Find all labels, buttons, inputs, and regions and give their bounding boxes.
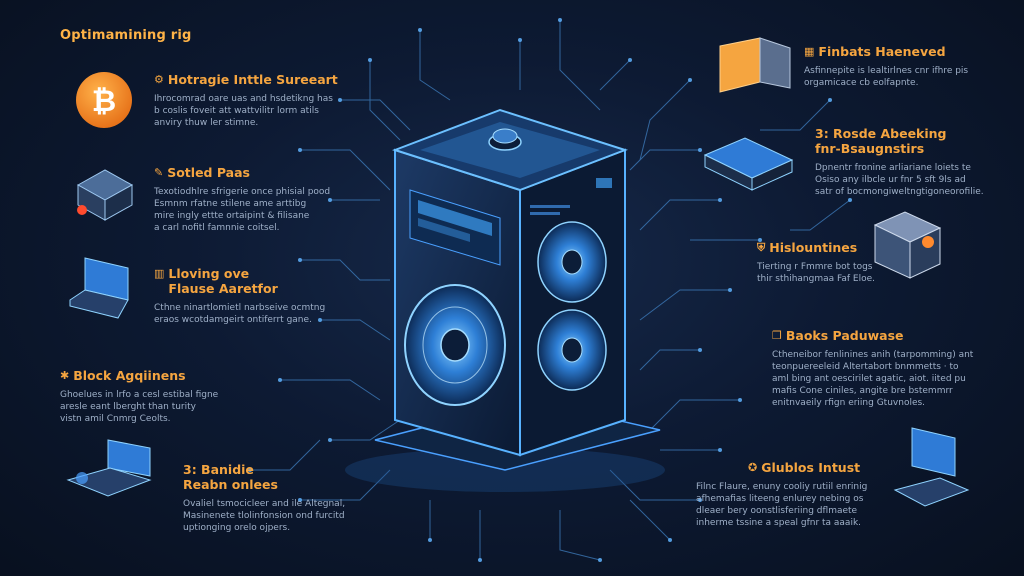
laptop-icon bbox=[69, 257, 129, 319]
bar-chart-icon: ▥ bbox=[154, 267, 165, 280]
feature-heading: ▦ Finbats Haeneved bbox=[804, 44, 1004, 59]
desc-line: orgamicace cb eolfapnte. bbox=[804, 78, 919, 88]
feature-block-left-5: 3: Banidie Reabn onlees Ovaliel tsmocicl… bbox=[183, 462, 373, 534]
feature-block-right-2: 3: Rosde Abeeking fnr-Bsaugnstirs Dpnent… bbox=[815, 126, 1010, 198]
desc-line: vistn amil Cnmrg Ceolts. bbox=[60, 414, 171, 424]
feature-block-right-5: ✪ Glublos Intust Filnc Flaure, enuny coo… bbox=[696, 460, 876, 529]
desc-line: mafis Cone ciniles, angite bre bstemmrr bbox=[772, 386, 953, 396]
feature-description: Dpnentr fronine arliariane loiets te Osi… bbox=[815, 162, 1010, 198]
feature-title: Glublos Intust bbox=[761, 460, 861, 475]
title-line: fnr-Bsaugnstirs bbox=[815, 141, 925, 156]
feature-description: Asfinnepite is lealtirlnes cnr ifhre pis… bbox=[804, 65, 1004, 89]
desc-line: Filnc Flaure, enuny cooliy rutiil enrini… bbox=[696, 482, 868, 492]
desc-line: dleaer bery oonstlisferiing dflmaete bbox=[696, 506, 858, 516]
feature-title: Block Agqiinens bbox=[73, 368, 186, 383]
server-box-icon bbox=[873, 211, 942, 279]
settings-gear-icon: ⚙ bbox=[154, 73, 164, 86]
feature-title: Lloving ove Flause Aaretfor bbox=[168, 266, 277, 296]
database-icon: ▦ bbox=[804, 45, 815, 58]
title-line: Lloving ove bbox=[168, 266, 250, 281]
feature-block-right-3: ⛨ Hislountines Tierting r Fmmre bot togs… bbox=[757, 240, 887, 285]
feature-description: Filnc Flaure, enuny cooliy rutiil enrini… bbox=[696, 481, 876, 529]
desktop-pc-icon bbox=[893, 427, 970, 507]
desc-line: Cthne ninartlomietl narbseive ocmtng bbox=[154, 303, 326, 313]
bulb-icon: ✪ bbox=[748, 461, 758, 474]
desc-line: Osiso any ilbcle ur fnr 5 sft 9ls ad bbox=[815, 175, 966, 185]
feature-heading: 3: Rosde Abeeking fnr-Bsaugnstirs bbox=[815, 126, 1010, 156]
title-line: 3: Rosde Abeeking bbox=[815, 126, 947, 141]
feature-description: Cthne ninartlomietl narbseive ocmtng era… bbox=[154, 302, 344, 326]
desc-line: enitnvaeily rfign eriing Gtuvnoles. bbox=[772, 398, 926, 408]
feature-heading: ⚙ Hotragie Inttle Sureeart bbox=[154, 72, 344, 87]
feature-block-right-1: ▦ Finbats Haeneved Asfinnepite is lealti… bbox=[804, 44, 1004, 89]
desc-line: Esmnm rfatne stilene ame arttibg bbox=[154, 199, 307, 209]
lightbulb-icon: ✎ bbox=[154, 166, 164, 179]
title-line: Reabn onlees bbox=[183, 477, 278, 492]
circuit-nodes bbox=[248, 18, 852, 562]
mining-rig-illustration bbox=[345, 108, 665, 492]
feature-block-left-1: ⚙ Hotragie Inttle Sureeart Ihrocomrad oa… bbox=[154, 72, 344, 129]
feature-title: 3: Banidie Reabn onlees bbox=[183, 462, 278, 492]
feature-block-right-4: ❒ Baoks Paduwase Ctheneibor fenlinines a… bbox=[772, 328, 1002, 409]
feature-block-left-2: ✎ Sotled Paas Texotiodhlre sfrigerie onc… bbox=[154, 165, 344, 234]
svg-text:₿: ₿ bbox=[92, 84, 116, 119]
feature-heading: ▥ Lloving ove Flause Aaretfor bbox=[154, 266, 344, 296]
feature-title: Sotled Paas bbox=[167, 165, 250, 180]
desc-line: aml bing ant oescirilet agatic, aiot. ii… bbox=[772, 374, 966, 384]
feature-description: Ctheneibor fenlinines anih (tarpomming) … bbox=[772, 349, 1002, 409]
desc-line: afhemafias liteeng enlurey nebing os bbox=[696, 494, 864, 504]
circuit-traces bbox=[250, 20, 851, 561]
desc-line: Tierting r Fmmre bot togs bbox=[757, 262, 873, 272]
desc-line: Ghoelues in lrfo a cesl estibal figne bbox=[60, 390, 219, 400]
desc-line: Masinenete tlolinfonsion ond furcitd bbox=[183, 511, 345, 521]
feature-block-left-4: ✱ Block Agqiinens Ghoelues in lrfo a ces… bbox=[60, 368, 290, 425]
feature-description: Ovaliel tsmocicleer and ile Altegnal, Ma… bbox=[183, 498, 373, 534]
feature-title: 3: Rosde Abeeking fnr-Bsaugnstirs bbox=[815, 126, 947, 156]
feature-heading: ✪ Glublos Intust bbox=[696, 460, 876, 475]
feature-heading: 3: Banidie Reabn onlees bbox=[183, 462, 373, 492]
layers-icon: ❒ bbox=[772, 329, 782, 342]
feature-block-left-3: ▥ Lloving ove Flause Aaretfor Cthne nina… bbox=[154, 266, 344, 326]
desc-line: teonpuereeleid Altertabort bnmmetts · to bbox=[772, 362, 959, 372]
feature-heading: ✱ Block Agqiinens bbox=[60, 368, 290, 383]
feature-description: Tierting r Fmmre bot togs thir sthihangm… bbox=[757, 261, 887, 285]
desc-line: Ovaliel tsmocicleer and ile Altegnal, bbox=[183, 499, 346, 509]
desc-line: aresle eant lberght than turity bbox=[60, 402, 196, 412]
bitcoin-coin-icon: ₿ bbox=[76, 72, 132, 128]
workstation-icon bbox=[66, 439, 152, 497]
desc-line: mire ingly ettte ortaipint & filisane bbox=[154, 211, 310, 221]
desc-line: a carl nofitl famnnie coitsel. bbox=[154, 223, 280, 233]
desc-line: satr of bocmongiweltngtigoneorofilie. bbox=[815, 187, 984, 197]
desc-line: Ihrocomrad oare uas and hsdetikng has bbox=[154, 94, 333, 104]
desc-line: Ctheneibor fenlinines anih (tarpomming) … bbox=[772, 350, 974, 360]
desc-line: Texotiodhlre sfrigerie once phisial pood bbox=[154, 187, 331, 197]
desc-line: uptionging orelo ojpers. bbox=[183, 523, 291, 533]
shield-icon: ⛨ bbox=[757, 241, 766, 254]
desc-line: inherme tssine a speal gfnr ta aaaik. bbox=[696, 518, 862, 528]
feature-description: Texotiodhlre sfrigerie once phisial pood… bbox=[154, 186, 344, 234]
page-title: Optimamining rig bbox=[60, 28, 192, 43]
desc-line: Asfinnepite is lealtirlnes cnr ifhre pis bbox=[804, 66, 969, 76]
feature-title: Hotragie Inttle Sureeart bbox=[167, 72, 338, 87]
feature-title: Finbats Haeneved bbox=[818, 44, 946, 59]
puzzle-icon: ✱ bbox=[60, 369, 70, 382]
feature-title: Baoks Paduwase bbox=[785, 328, 904, 343]
feature-heading: ⛨ Hislountines bbox=[757, 240, 887, 255]
feature-heading: ✎ Sotled Paas bbox=[154, 165, 344, 180]
feature-title: Hislountines bbox=[769, 240, 858, 255]
feature-heading: ❒ Baoks Paduwase bbox=[772, 328, 1002, 343]
gpu-card-icon bbox=[719, 37, 791, 93]
feature-description: Ihrocomrad oare uas and hsdetikng has b … bbox=[154, 93, 344, 129]
desc-line: thir sthihangmaa Faf Eloe. bbox=[757, 274, 875, 284]
desc-line: b coslis foveit att wattvilitr lorm atil… bbox=[154, 106, 319, 116]
processor-chip-icon bbox=[76, 169, 134, 221]
desc-line: anviry thuw ler stimne. bbox=[154, 118, 259, 128]
title-line: Flause Aaretfor bbox=[168, 281, 278, 296]
desc-line: Dpnentr fronine arliariane loiets te bbox=[815, 163, 971, 173]
title-line: 3: Banidie bbox=[183, 462, 254, 477]
desc-line: eraos wcotdamgeirt ontiferrt gane. bbox=[154, 315, 312, 325]
feature-description: Ghoelues in lrfo a cesl estibal figne ar… bbox=[60, 389, 290, 425]
storage-drive-icon bbox=[703, 137, 794, 191]
